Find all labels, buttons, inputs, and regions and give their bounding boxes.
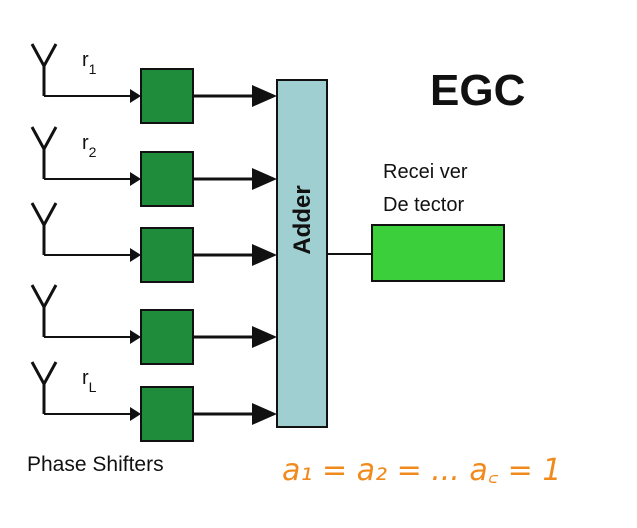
diagram-title: EGC	[430, 66, 525, 115]
signal-label-5: rL	[82, 367, 97, 395]
input-arrow-1	[130, 89, 141, 103]
input-arrow-2	[130, 172, 141, 186]
shifter-output-arrow-2	[252, 168, 277, 190]
handwritten-equation: a₁ = a₂ = ... a꜀ = 1	[282, 453, 561, 488]
phase-shifter-3	[140, 227, 194, 283]
receiver-label-line2: De tector	[383, 194, 464, 216]
adder-block	[276, 79, 328, 428]
antenna-icon-4	[30, 284, 58, 311]
receiver-detector-block	[371, 224, 505, 282]
shifter-output-arrow-5	[252, 403, 277, 425]
phase-shifter-4	[140, 309, 194, 365]
adder-label: Adder	[289, 185, 316, 254]
shifter-output-arrow-1	[252, 85, 277, 107]
phase-shifters-label: Phase Shifters	[27, 453, 164, 476]
shifter-output-arrow-4	[252, 326, 277, 348]
antenna-icon-2	[30, 126, 58, 153]
input-arrow-4	[130, 330, 141, 344]
signal-label-2: r2	[82, 132, 97, 160]
phase-shifter-1	[140, 68, 194, 124]
input-arrow-3	[130, 248, 141, 262]
receiver-label-line1: Recei ver	[383, 161, 468, 183]
antenna-branches: r1 r2 rL	[30, 43, 277, 442]
input-arrow-5	[130, 407, 141, 421]
shifter-output-arrow-3	[252, 244, 277, 266]
antenna-icon-3	[30, 202, 58, 229]
phase-shifter-5	[140, 386, 194, 442]
phase-shifter-2	[140, 151, 194, 207]
signal-label-1: r1	[82, 49, 97, 77]
antenna-icon-1	[30, 43, 58, 70]
antenna-icon-5	[30, 361, 58, 388]
